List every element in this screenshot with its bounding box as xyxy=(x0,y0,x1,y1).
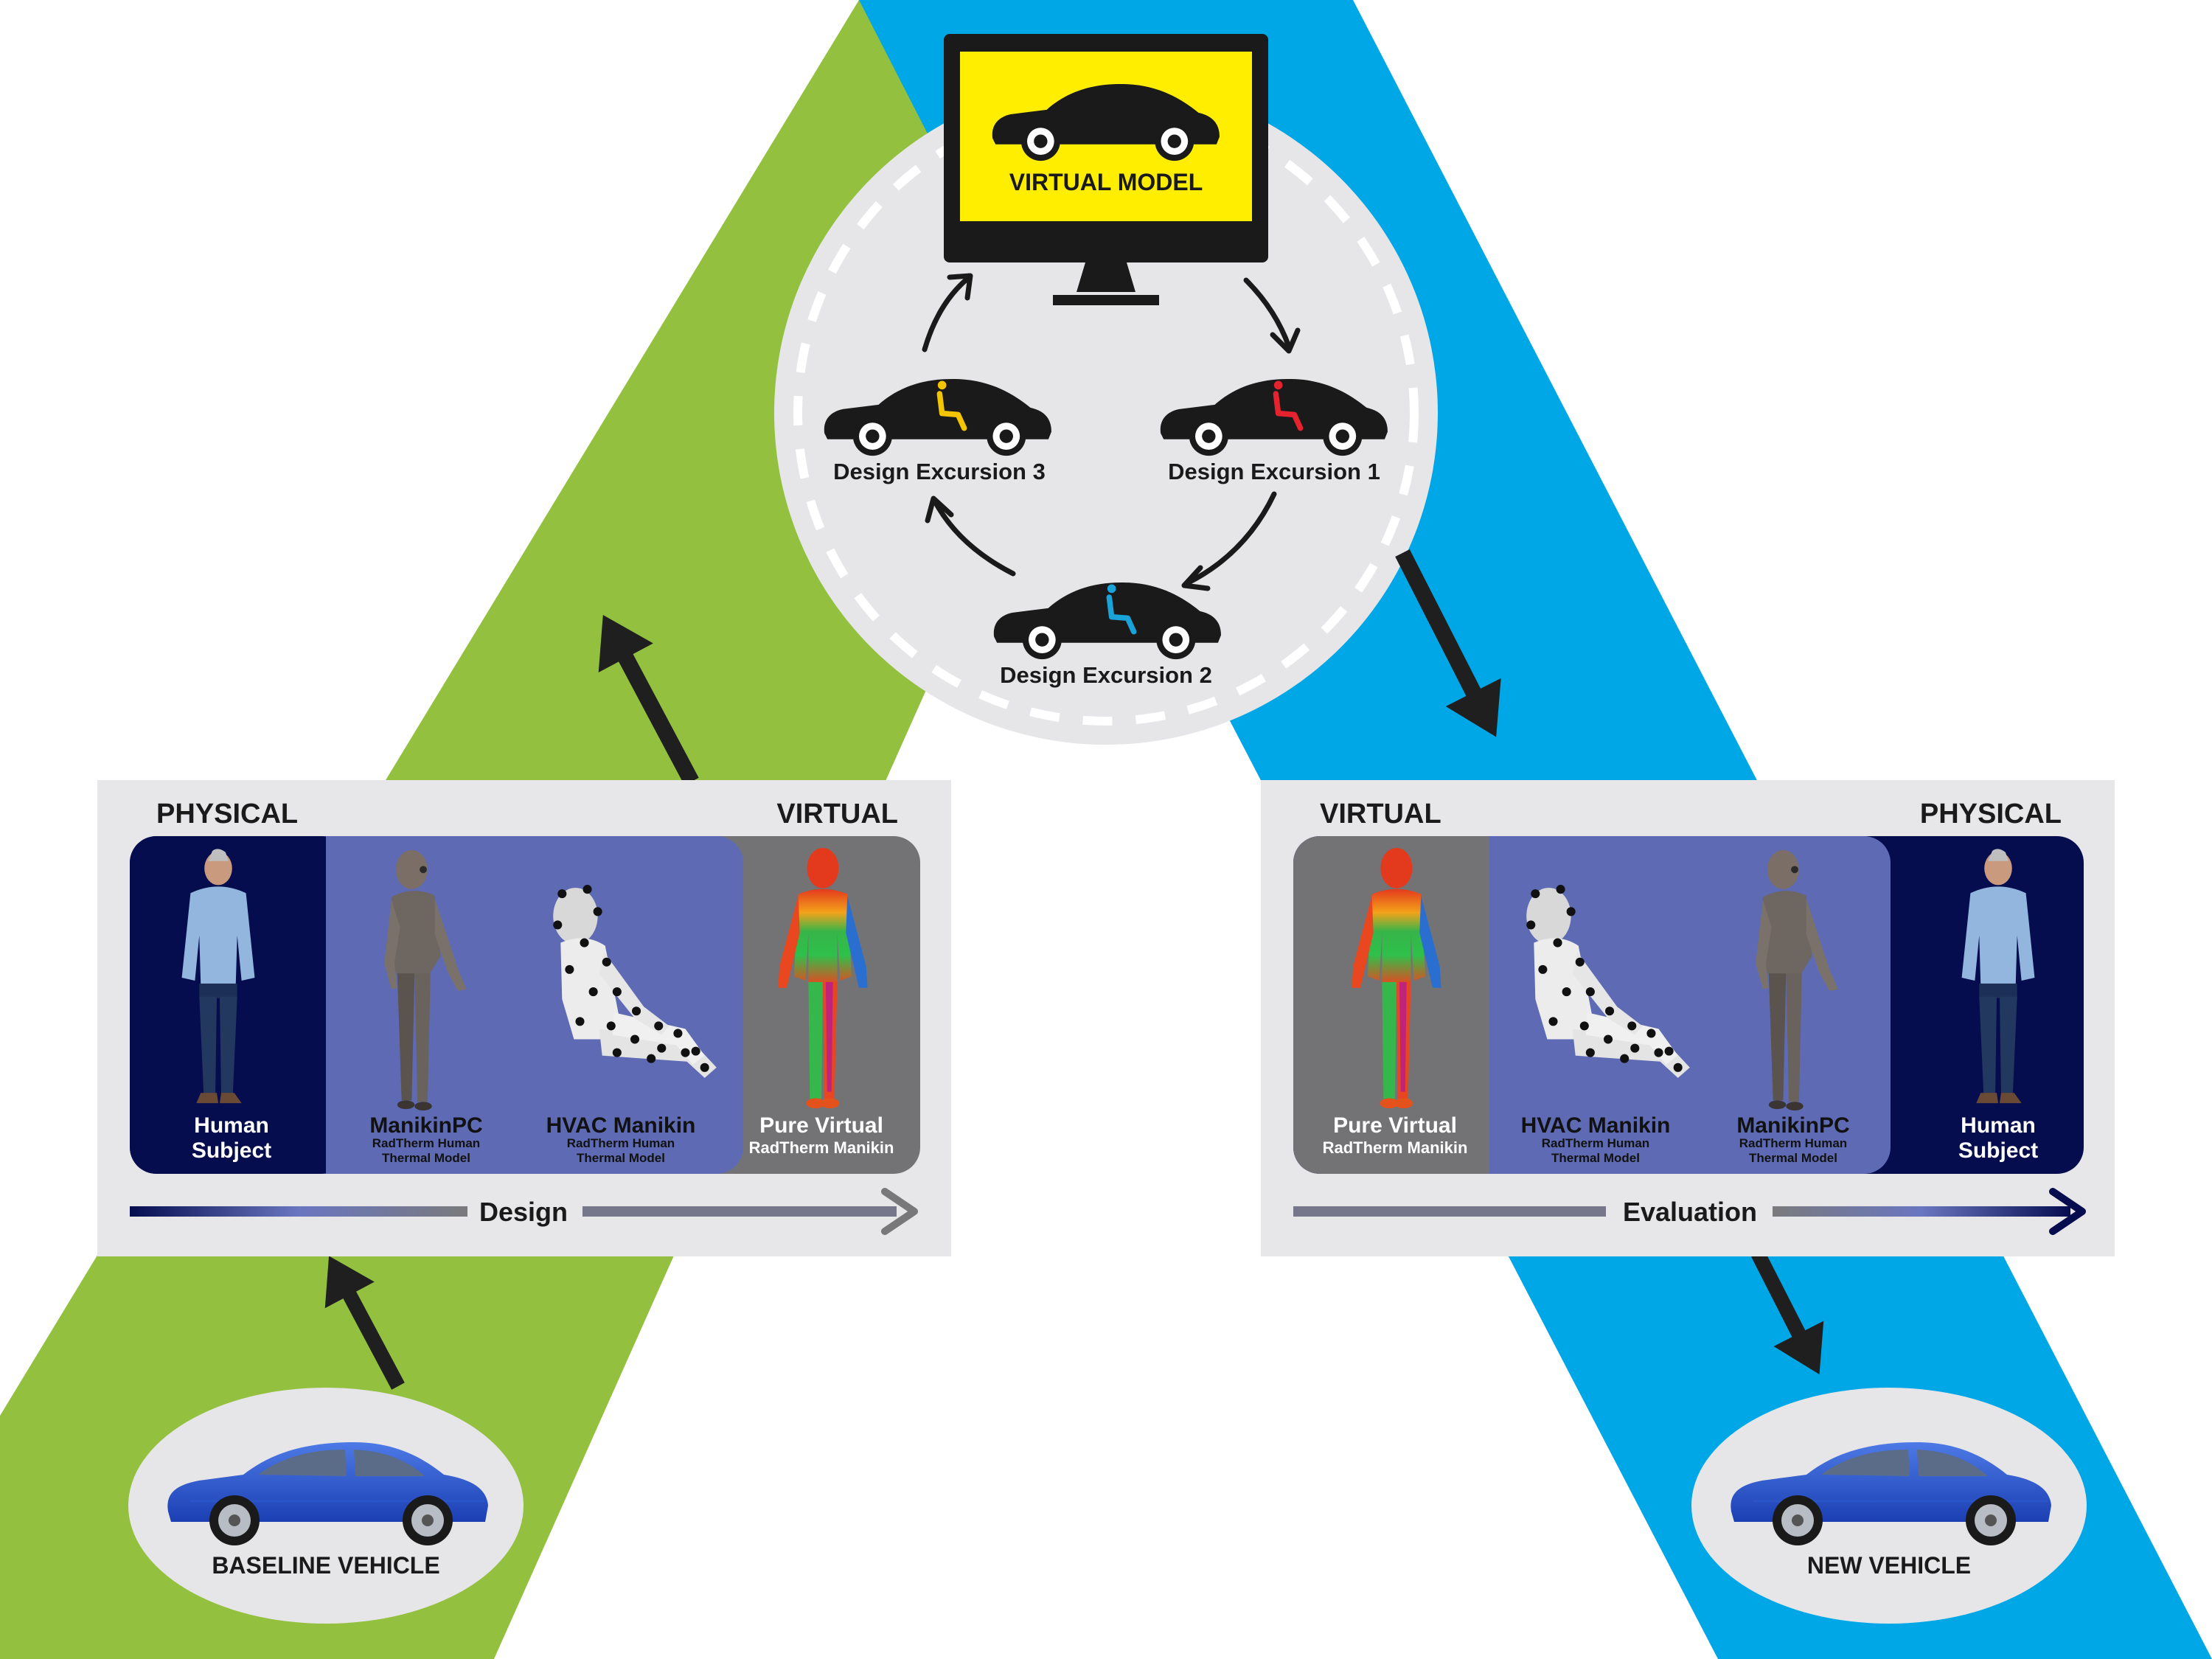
evaluation-header-virtual: VIRTUAL xyxy=(1320,799,1441,830)
design-header-virtual: VIRTUAL xyxy=(776,799,898,830)
design-header-physical: PHYSICAL xyxy=(156,799,298,830)
design-arrow-head xyxy=(881,1188,918,1235)
design-item-4-name-2: RadTherm Manikin xyxy=(749,1138,894,1157)
arrow-excursion-1-to-2 xyxy=(1186,491,1277,585)
design-item-2-name: ManikinPC xyxy=(369,1113,482,1138)
design-item-1-name-2: Subject xyxy=(192,1138,271,1163)
design-item-2-sub-1: RadTherm Human xyxy=(372,1136,480,1150)
design-item-4-name: Pure Virtual xyxy=(759,1113,883,1138)
evaluation-item-3-sub-2: Thermal Model xyxy=(1749,1151,1837,1165)
arrow-evaluation-to-new xyxy=(1751,1250,1824,1374)
design-arrow-bar-right xyxy=(582,1206,897,1217)
design-item-3-sub-1: RadTherm Human xyxy=(567,1136,675,1150)
evaluation-item-3-name: ManikinPC xyxy=(1736,1113,1849,1138)
design-arrow-label: Design xyxy=(479,1197,568,1227)
cycle-arrows xyxy=(922,276,1292,585)
evaluation-arrow-bar-left xyxy=(1293,1206,1606,1217)
arrow-baseline-to-design xyxy=(324,1256,405,1390)
baseline-vehicle: BASELINE VEHICLE xyxy=(128,1388,524,1624)
evaluation-item-4-name-2: Subject xyxy=(1958,1138,2038,1163)
evaluation-item-4-name: Human xyxy=(1961,1113,2036,1138)
evaluation-arrow-bar-right xyxy=(1773,1206,2070,1217)
arrow-monitor-to-excursion-1 xyxy=(1243,277,1292,349)
arrow-excursion-3-to-monitor xyxy=(922,276,970,352)
design-item-2-sub-2: Thermal Model xyxy=(382,1151,470,1165)
virtual-model-label: VIRTUAL MODEL xyxy=(1009,169,1203,195)
cycle-arrowheads xyxy=(925,273,1301,591)
excursion-3-label: Design Excursion 3 xyxy=(833,459,1046,484)
flow-arrows xyxy=(324,549,1824,1390)
baseline-vehicle-label: BASELINE VEHICLE xyxy=(212,1552,439,1579)
design-excursion-2: Design Excursion 2 xyxy=(993,582,1221,688)
excursion-2-label: Design Excursion 2 xyxy=(1000,662,1212,688)
design-item-3-name: HVAC Manikin xyxy=(546,1113,696,1138)
evaluation-item-2-sub-2: Thermal Model xyxy=(1551,1151,1640,1165)
virtual-model-monitor: VIRTUAL MODEL xyxy=(944,34,1268,305)
design-item-1-name: Human xyxy=(194,1113,269,1138)
design-arrow-bar-left xyxy=(130,1206,467,1217)
evaluation-item-2-sub-1: RadTherm Human xyxy=(1542,1136,1649,1150)
evaluation-arrow-head xyxy=(2049,1188,2086,1235)
design-panel: PHYSICAL VIRTUAL Human Subject ManikinPC… xyxy=(97,780,951,1256)
evaluation-item-labels: Pure Virtual RadTherm Manikin HVAC Manik… xyxy=(1323,1113,2039,1165)
design-item-3-sub-2: Thermal Model xyxy=(577,1151,665,1165)
new-vehicle-label: NEW VEHICLE xyxy=(1807,1552,1971,1579)
design-item-labels: Human Subject ManikinPC RadTherm Human T… xyxy=(192,1113,894,1165)
evaluation-header-physical: PHYSICAL xyxy=(1920,799,2062,830)
arrow-design-to-loop xyxy=(598,614,699,786)
excursion-1-label: Design Excursion 1 xyxy=(1168,459,1380,484)
evaluation-item-2-name: HVAC Manikin xyxy=(1521,1113,1671,1138)
design-excursion-3: Design Excursion 3 xyxy=(824,379,1051,484)
evaluation-arrow-label: Evaluation xyxy=(1623,1197,1757,1227)
arrow-excursion-2-to-3 xyxy=(932,498,1016,577)
evaluation-item-1-name-2: RadTherm Manikin xyxy=(1323,1138,1468,1157)
evaluation-item-3-sub-1: RadTherm Human xyxy=(1739,1136,1847,1150)
new-vehicle: NEW VEHICLE xyxy=(1691,1388,2087,1624)
arrow-loop-to-evaluation xyxy=(1395,549,1501,737)
evaluation-item-1-name: Pure Virtual xyxy=(1333,1113,1457,1138)
evaluation-panel: VIRTUAL PHYSICAL Pure Virtual RadTherm M… xyxy=(1261,780,2115,1256)
design-excursion-1: Design Excursion 1 xyxy=(1160,379,1388,484)
design-loop-circle xyxy=(774,81,1438,745)
